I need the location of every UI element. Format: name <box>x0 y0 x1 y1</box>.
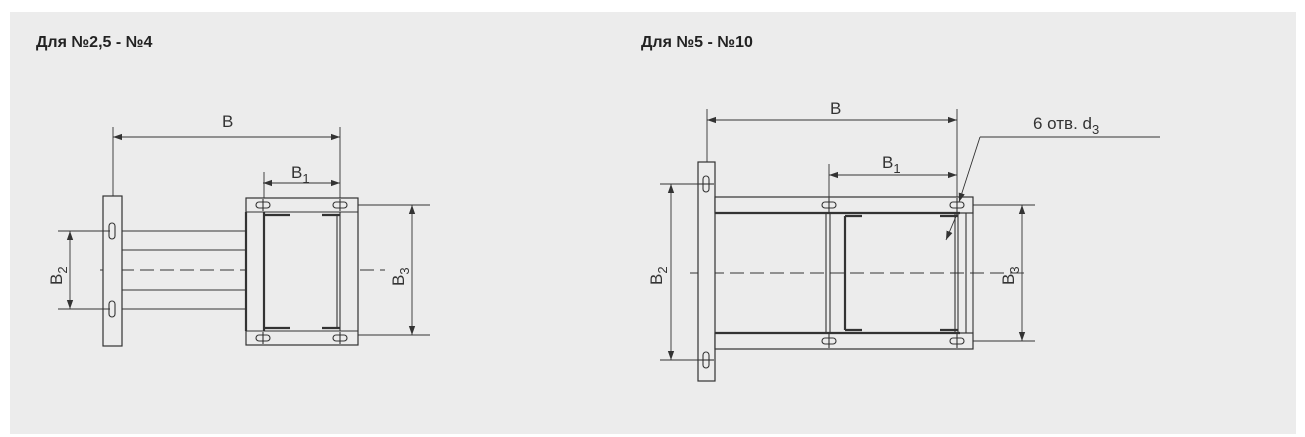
left-frame <box>244 197 359 346</box>
right-drawing: B B1 B2 B3 6 отв. d3 <box>647 99 1160 382</box>
left-dim-b1-label: B1 <box>291 163 310 186</box>
left-dim-b-label: B <box>222 112 233 131</box>
right-dim-b-label: B <box>830 99 841 118</box>
hole-callout-label: 6 отв. d3 <box>1033 114 1099 137</box>
left-dim-b2-label: B2 <box>47 266 70 285</box>
right-caption: Для №5 - №10 <box>641 34 753 51</box>
left-flange-plate <box>102 195 123 347</box>
left-dim-b3-label: B3 <box>389 267 412 286</box>
right-frame <box>714 196 974 350</box>
drawing-panel <box>10 12 1296 434</box>
left-drawing: B B1 B2 B3 <box>47 112 430 347</box>
right-dim-b1-label: B1 <box>882 153 901 176</box>
right-dim-b2-label: B2 <box>647 266 670 285</box>
left-caption: Для №2,5 - №4 <box>36 34 153 51</box>
right-flange-plate <box>697 161 716 382</box>
right-dim-b3-label: B3 <box>999 266 1022 285</box>
